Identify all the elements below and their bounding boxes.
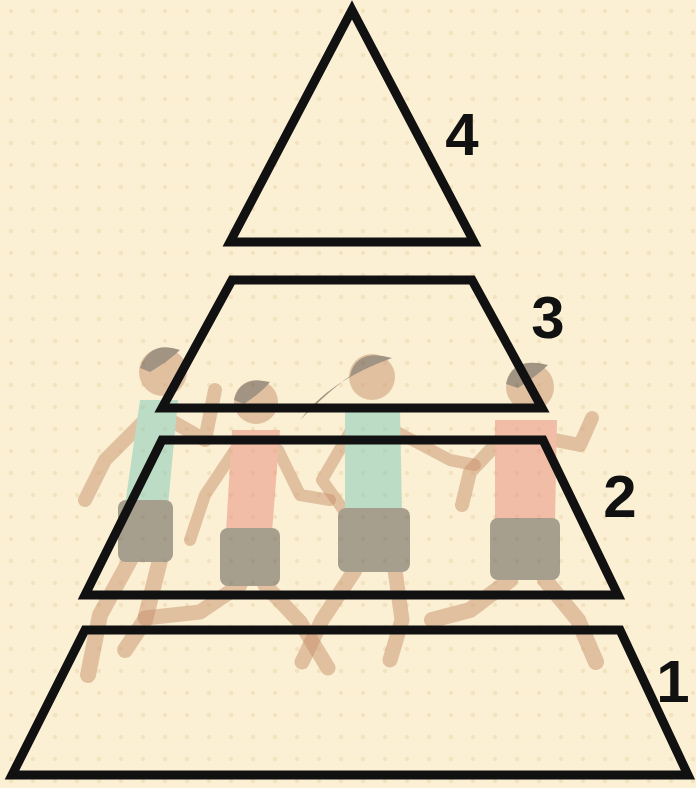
runner-part [432, 580, 510, 620]
runner-part [125, 560, 160, 650]
runner-part [145, 585, 240, 618]
level-number: 4 [445, 105, 478, 165]
level-number: 3 [531, 288, 564, 348]
runner-part [390, 570, 402, 660]
runner-part [234, 380, 270, 404]
level-outline [230, 10, 474, 242]
runner-part [462, 440, 500, 505]
shape-outline [230, 10, 474, 242]
runner-part [140, 347, 180, 372]
runner-part [495, 420, 557, 522]
runner-part [302, 570, 355, 662]
shape-outline [85, 440, 618, 595]
shape-outline [12, 630, 688, 775]
level-number: 1 [656, 652, 689, 712]
runner-part [226, 430, 280, 532]
level-outline [85, 440, 618, 595]
shape-outline [162, 280, 542, 408]
level-number: 2 [603, 467, 636, 527]
runner-part [220, 528, 280, 586]
pyramid-apex: 4 [230, 10, 474, 242]
runner [145, 380, 330, 668]
pyramid-level: 3 [162, 280, 542, 408]
pyramid-level: 1 [12, 630, 688, 775]
level-outline [162, 280, 542, 408]
runner-part [555, 418, 592, 445]
runner-part [345, 410, 402, 512]
runner-part [338, 508, 410, 572]
level-outline [12, 630, 688, 775]
runner-part [490, 518, 560, 580]
runner-part [234, 380, 278, 424]
pyramid-level: 2 [85, 440, 618, 595]
runner-part [170, 390, 215, 440]
